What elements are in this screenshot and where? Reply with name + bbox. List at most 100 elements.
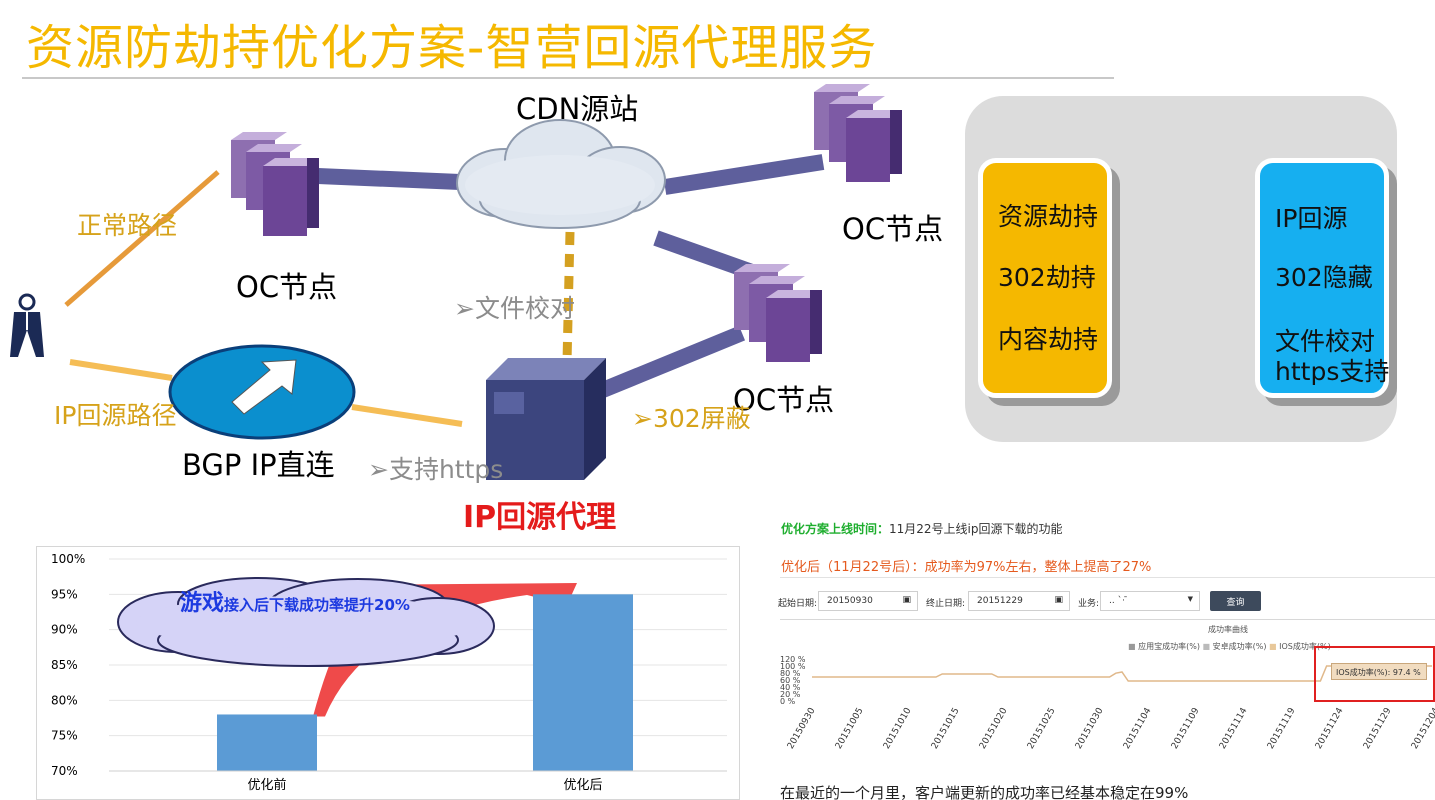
start-date-label: 起始日期:: [778, 599, 818, 609]
legend-item-2: 安卓成功率(%): [1212, 642, 1267, 651]
annotation-cloud-icon: [117, 577, 495, 667]
annotation-small: 接入后下载成功率提升20%: [224, 596, 410, 614]
normal-path-label: 正常路径: [77, 211, 178, 240]
file-check-label: ➢文件校对: [454, 294, 575, 323]
line-y-tick: 0 %: [780, 697, 796, 706]
oc-node-label-1: OC节点: [236, 270, 338, 304]
date-tick-label: 20151124: [1314, 706, 1346, 751]
calendar-icon[interactable]: ▣: [902, 595, 911, 605]
date-tick-label: 20151025: [1026, 706, 1058, 751]
line-y-tick: 40 %: [780, 683, 801, 692]
solution-item-4: https支持: [1275, 357, 1390, 386]
business-select[interactable]: .. `· ̄ ▼: [1100, 591, 1200, 611]
annotation-text: 游戏接入后下载成功率提升20%: [165, 593, 425, 615]
oc-server-icon-3: [734, 264, 822, 362]
link-cdn-oc3: [653, 230, 755, 280]
line-y-tick: 100 %: [780, 662, 806, 671]
solution-item-1: IP回源: [1275, 204, 1348, 233]
line-chart-legend: ■ 应用宝成功率(%) ■ 安卓成功率(%) ■ IOS成功率(%): [1128, 642, 1331, 651]
legend-item-3: IOS成功率(%): [1279, 642, 1331, 651]
oc-server-icon-1: [231, 132, 319, 236]
solution-item-3: 文件校对: [1275, 327, 1376, 356]
threat-card: [978, 158, 1112, 398]
bar-0: [217, 714, 317, 771]
y-tick-label: 95%: [51, 587, 78, 601]
y-tick-label: 100%: [51, 552, 85, 566]
cdn-origin-label: CDN源站: [516, 92, 639, 126]
x-tick-label: 优化前: [247, 777, 286, 793]
online-time-text: 11月22号上线ip回源下载的功能: [889, 522, 1063, 536]
ip-proxy-label: IP回源代理: [463, 500, 617, 535]
y-tick-label: 80%: [51, 693, 78, 707]
bar-chart-svg: 100% 95% 90% 85% 80% 75% 70% 优化前 优化后: [51, 552, 727, 793]
oc-node-label-3: OC节点: [733, 383, 835, 417]
ios-success-line: [812, 665, 1432, 682]
user-person-icon: [10, 293, 44, 357]
line-y-tick: 60 %: [780, 676, 801, 685]
y-tick-label: 85%: [51, 658, 78, 672]
y-tick-label: 75%: [51, 729, 78, 743]
tooltip: IOS成功率(%): 97.4 %: [1331, 663, 1427, 680]
calendar-icon[interactable]: ▣: [1054, 595, 1063, 605]
start-date-value: 20150930: [827, 596, 873, 606]
date-tick-label: 20151129: [1362, 706, 1394, 751]
chevron-down-icon: ▼: [1187, 595, 1193, 603]
online-time-label: 优化方案上线时间：: [781, 522, 890, 536]
date-tick-label: 20151010: [882, 706, 914, 751]
line-y-tick: 20 %: [780, 690, 801, 699]
ip-path-line-a: [69, 359, 173, 381]
report-divider: [780, 577, 1435, 578]
bar-1: [533, 594, 633, 771]
bgp-arrow-icon: [168, 344, 356, 440]
line-y-tick: 120 %: [780, 655, 806, 664]
title-divider: [22, 77, 1114, 79]
oc-server-icon-2: [814, 84, 902, 182]
page-title: 资源防劫持优化方案-智营回源代理服务: [26, 20, 878, 76]
threat-item-3: 内容劫持: [998, 325, 1099, 354]
ip-path-line-b: [351, 404, 463, 427]
annotation-big: 游戏: [180, 591, 225, 616]
ip-path-label: IP回源路径: [54, 401, 177, 430]
online-time-line: 优化方案上线时间：11月22号上线ip回源下载的功能: [781, 520, 1063, 537]
date-tick-label: 20150930: [786, 706, 818, 751]
solution-card: [1255, 158, 1389, 398]
date-tick-label: 20151104: [1122, 706, 1154, 751]
end-date-label: 终止日期:: [926, 599, 966, 609]
bgp-label: BGP IP直连: [182, 448, 335, 482]
query-button[interactable]: 查询: [1210, 591, 1261, 611]
end-date-input[interactable]: 20151229 ▣: [968, 591, 1070, 611]
line-y-tick: 80 %: [780, 669, 801, 678]
line-chart-svg: 120 %100 %80 %60 %40 %20 %0 %: [780, 655, 1432, 706]
cdn-cloud-icon: [456, 119, 666, 229]
threat-item-1: 资源劫持: [998, 202, 1099, 231]
line-chart-title: 成功率曲线: [1208, 625, 1248, 634]
end-date-value: 20151229: [977, 596, 1023, 606]
after-optimization-text: 优化后（11月22号后）：成功率为97%左右，整体上提高了27%: [781, 560, 1152, 575]
success-rate-line-chart: [780, 619, 1435, 752]
bottom-note: 在最近的一个月里，客户端更新的成功率已经基本稳定在99%: [780, 784, 1189, 800]
support-https-label: ➢支持https: [368, 455, 504, 484]
y-tick-label: 70%: [51, 764, 78, 778]
proxy-server-icon: [486, 358, 606, 480]
date-tick-label: 20151020: [978, 706, 1010, 751]
normal-path-line: [64, 170, 220, 307]
solution-item-2: 302隐藏: [1275, 263, 1373, 292]
link-proxy-oc3: [594, 325, 746, 400]
date-tick-label: 20151119: [1266, 706, 1298, 751]
x-tick-label: 优化后: [563, 778, 602, 793]
business-value: .. `· ̄: [1109, 596, 1128, 606]
date-tick-label: 20151030: [1074, 706, 1106, 751]
link-oc1-cdn: [317, 168, 461, 190]
link-cdn-oc2: [663, 154, 825, 195]
threat-item-2: 302劫持: [998, 263, 1096, 292]
date-tick-label: 20151109: [1170, 706, 1202, 751]
highlight-box: [1314, 646, 1435, 702]
business-label: 业务:: [1078, 599, 1100, 609]
start-date-input[interactable]: 20150930 ▣: [818, 591, 918, 611]
shield-302-label: ➢302屏蔽: [632, 404, 751, 433]
legend-item-1: 应用宝成功率(%): [1138, 642, 1200, 651]
date-tick-label: 20151114: [1218, 706, 1250, 751]
y-tick-label: 90%: [51, 623, 78, 637]
date-tick-label: 20151005: [834, 706, 866, 751]
